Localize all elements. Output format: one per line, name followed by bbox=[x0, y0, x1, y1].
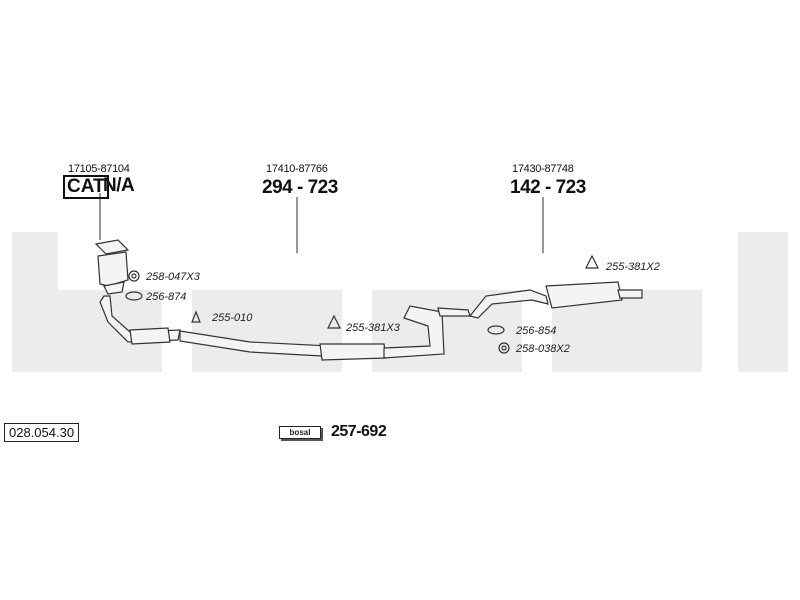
part-number: N/A bbox=[103, 175, 135, 196]
flange-callout: 256-874 bbox=[146, 291, 187, 303]
front-pipe bbox=[99, 295, 181, 345]
diagram-code: 028.054.30 bbox=[4, 423, 80, 442]
cat-label-box: CAT bbox=[63, 175, 109, 199]
rubber-mount-callout: 255-010 bbox=[212, 312, 253, 324]
oem-number: 17410-87766 bbox=[266, 163, 328, 175]
rubber-mount-icon bbox=[191, 310, 201, 323]
flange-icon bbox=[487, 325, 505, 335]
kit-part-number: 257-692 bbox=[331, 423, 387, 440]
part-number: 142 - 723 bbox=[510, 177, 586, 198]
rear-silencer bbox=[468, 281, 643, 319]
ring-callout: 258-038X2 bbox=[516, 343, 570, 355]
gasket-callout: 258-047X3 bbox=[146, 271, 200, 283]
intermediate-pipe bbox=[179, 305, 471, 361]
part-number: 294 - 723 bbox=[262, 177, 338, 198]
leader-lines bbox=[99, 193, 544, 253]
oem-number: 17430-87748 bbox=[512, 163, 574, 175]
bosal-kit-logo: bosal bbox=[279, 426, 321, 439]
flange-callout: 256-854 bbox=[516, 325, 557, 337]
ring-icon bbox=[498, 342, 510, 354]
catalytic-converter bbox=[94, 239, 130, 295]
oem-number: 17105-87104 bbox=[68, 163, 130, 175]
rubber-mount-callout: 255-381X2 bbox=[606, 261, 660, 273]
rubber-mount-callout: 255-381X3 bbox=[346, 322, 400, 334]
flange-icon bbox=[125, 291, 143, 301]
rubber-mount-icon bbox=[585, 254, 599, 269]
gasket-icon bbox=[128, 270, 140, 282]
rubber-mount-icon bbox=[327, 314, 341, 329]
